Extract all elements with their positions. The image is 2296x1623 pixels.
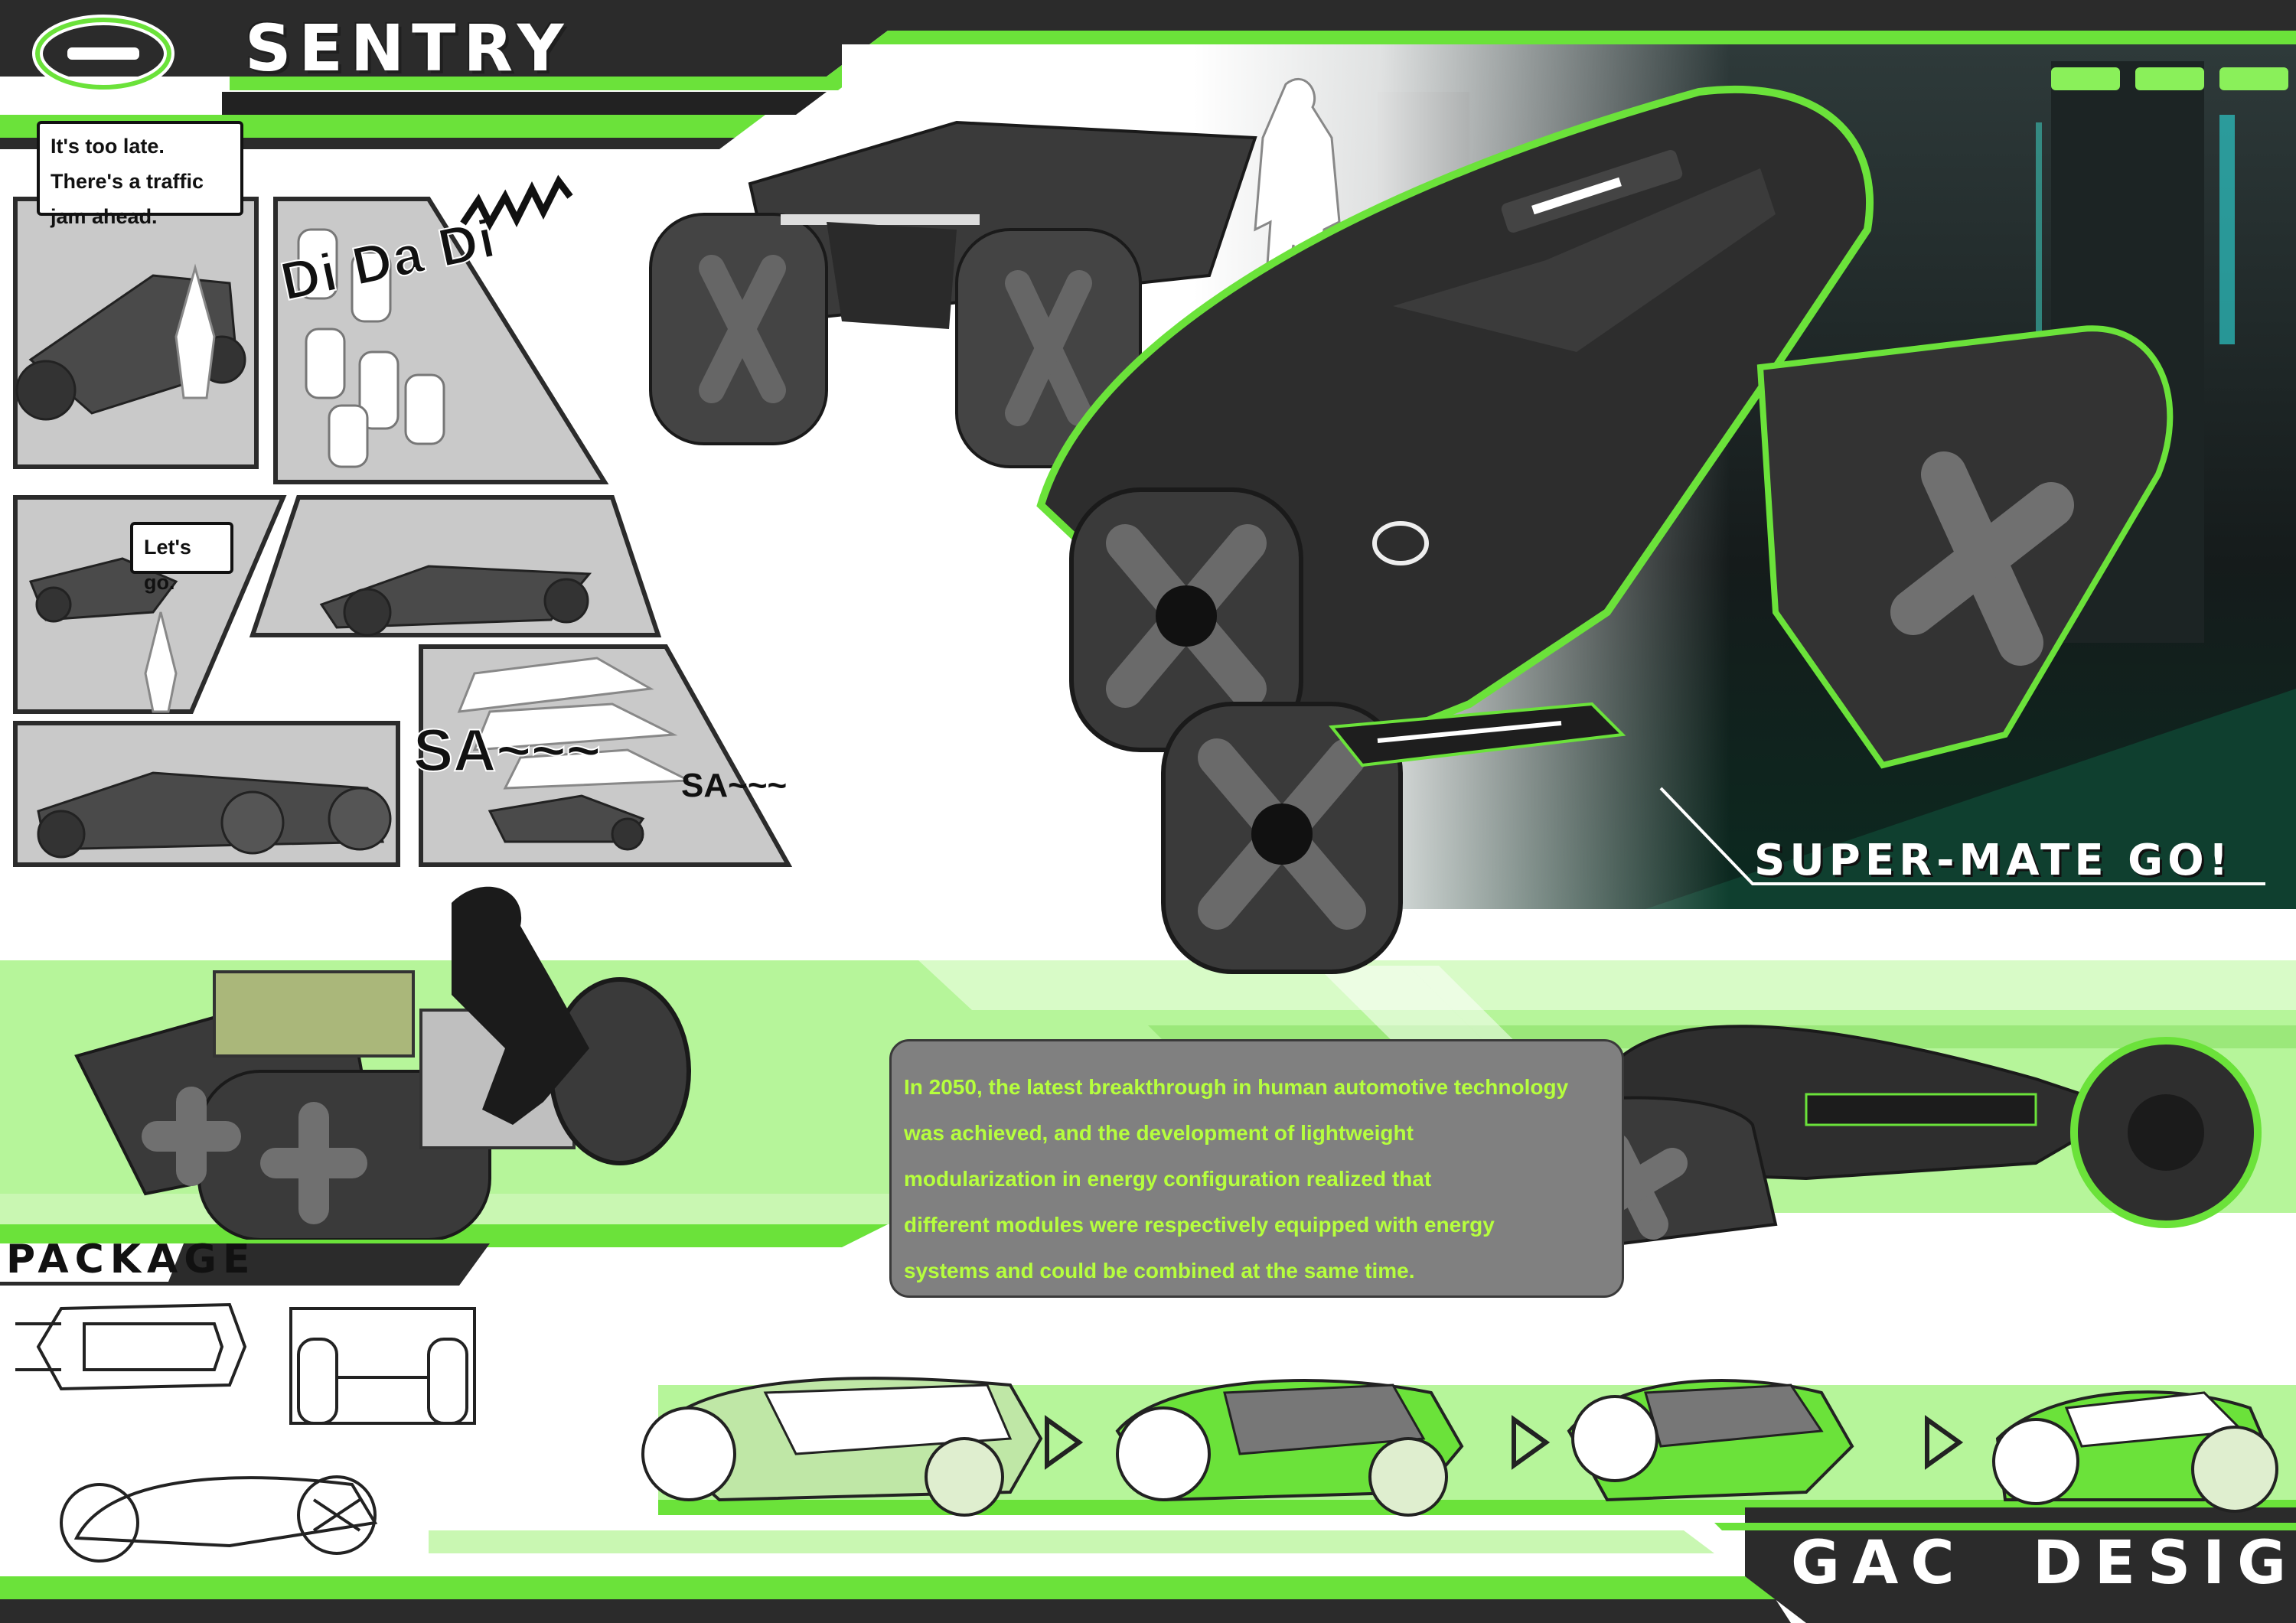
slogan: SUPER-MATE GO! xyxy=(1754,836,2233,885)
sequence-step-2 xyxy=(1115,1379,1464,1517)
hero-vehicle xyxy=(1036,85,2174,974)
hero-vehicle-render xyxy=(649,78,2174,974)
sound-effect-sa-large: SA~~~ xyxy=(413,715,602,784)
gac-logo xyxy=(31,14,176,94)
sequence-step-4 xyxy=(1992,1390,2278,1513)
description-text: In 2050, the latest breakthrough in huma… xyxy=(904,1075,1569,1282)
speech-bubble-lets-go: Let's go. xyxy=(130,522,233,594)
description-box: In 2050, the latest breakthrough in huma… xyxy=(889,1039,1624,1298)
zigzag-sound-icon xyxy=(460,174,573,231)
page-title: SENTRY xyxy=(245,11,572,86)
rear-view-vehicle xyxy=(649,78,1341,468)
slogan-pointer-line xyxy=(1659,787,2265,885)
sequence-arrow-3 xyxy=(1925,1415,1964,1470)
speech-bubble-traffic: It's too late. There's a traffic jam ahe… xyxy=(37,121,243,228)
gac-logo-icon xyxy=(32,15,174,93)
sequence-arrow-2 xyxy=(1512,1415,1551,1470)
sound-effect-sa-small: SA~~~ xyxy=(681,767,788,804)
package-header-bar xyxy=(0,1243,490,1286)
comic-panels xyxy=(13,197,793,867)
sequence-arrow-1 xyxy=(1045,1415,1084,1470)
package-drawings xyxy=(15,1302,476,1563)
sequence-step-1 xyxy=(641,1377,1043,1517)
transformation-sequence xyxy=(641,1377,2278,1517)
footer-brand: GAC DESIGN xyxy=(1791,1529,2296,1598)
rider-vehicle-render xyxy=(74,886,691,1240)
sequence-step-3 xyxy=(1567,1379,1854,1502)
package-label: PACKAGE xyxy=(6,1237,256,1282)
